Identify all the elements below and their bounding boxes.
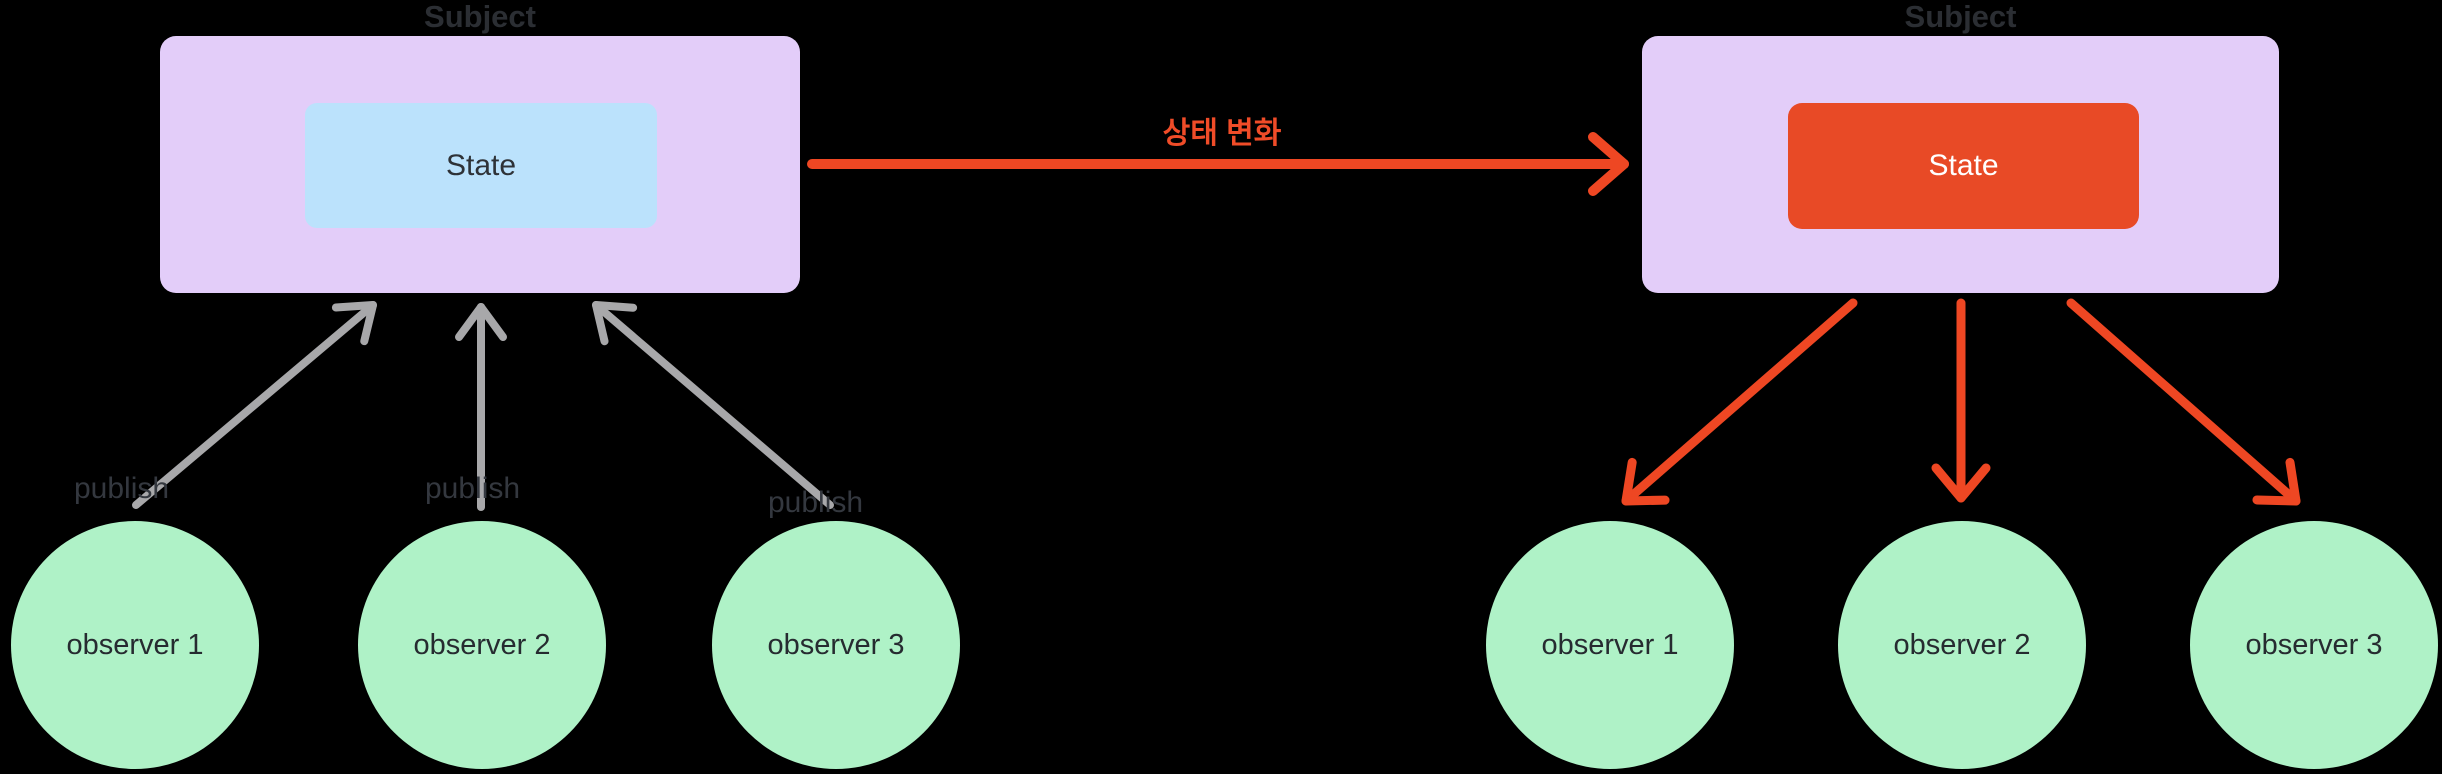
left-observer-3[interactable]: observer 3 xyxy=(712,521,960,769)
left-observer-3-label: observer 3 xyxy=(767,628,905,661)
right-state-box[interactable]: State xyxy=(1788,103,2139,229)
right-observer-2-label: observer 2 xyxy=(1893,628,2031,661)
right-observer-2[interactable]: observer 2 xyxy=(1838,521,2086,769)
left-observer-2[interactable]: observer 2 xyxy=(358,521,606,769)
notify-arrow-1[interactable] xyxy=(1621,298,1858,506)
right-observer-3[interactable]: observer 3 xyxy=(2190,521,2438,769)
notify-arrow-3[interactable] xyxy=(2066,298,2301,506)
right-observer-3-label: observer 3 xyxy=(2245,628,2383,661)
left-observer-1-label: observer 1 xyxy=(66,628,204,661)
left-observer-2-label: observer 2 xyxy=(413,628,551,661)
left-state-box[interactable]: State xyxy=(305,103,657,228)
right-subject-title: Subject xyxy=(1904,0,2017,34)
left-observer-1[interactable]: observer 1 xyxy=(11,521,259,769)
left-subject-title: Subject xyxy=(424,0,536,34)
right-state-label: State xyxy=(1928,149,1999,182)
publish-label-2: publish xyxy=(425,472,521,505)
right-observer-1[interactable]: observer 1 xyxy=(1486,521,1734,769)
right-observer-1-label: observer 1 xyxy=(1541,628,1679,661)
publish-arrow-1[interactable] xyxy=(132,301,377,509)
left-state-label: State xyxy=(445,148,517,182)
state-change-label: 상태 변화 xyxy=(1162,117,1282,150)
publish-arrow-3[interactable] xyxy=(592,301,834,509)
publish-label-1: publish xyxy=(74,472,170,505)
publish-label-3: publish xyxy=(768,486,864,519)
